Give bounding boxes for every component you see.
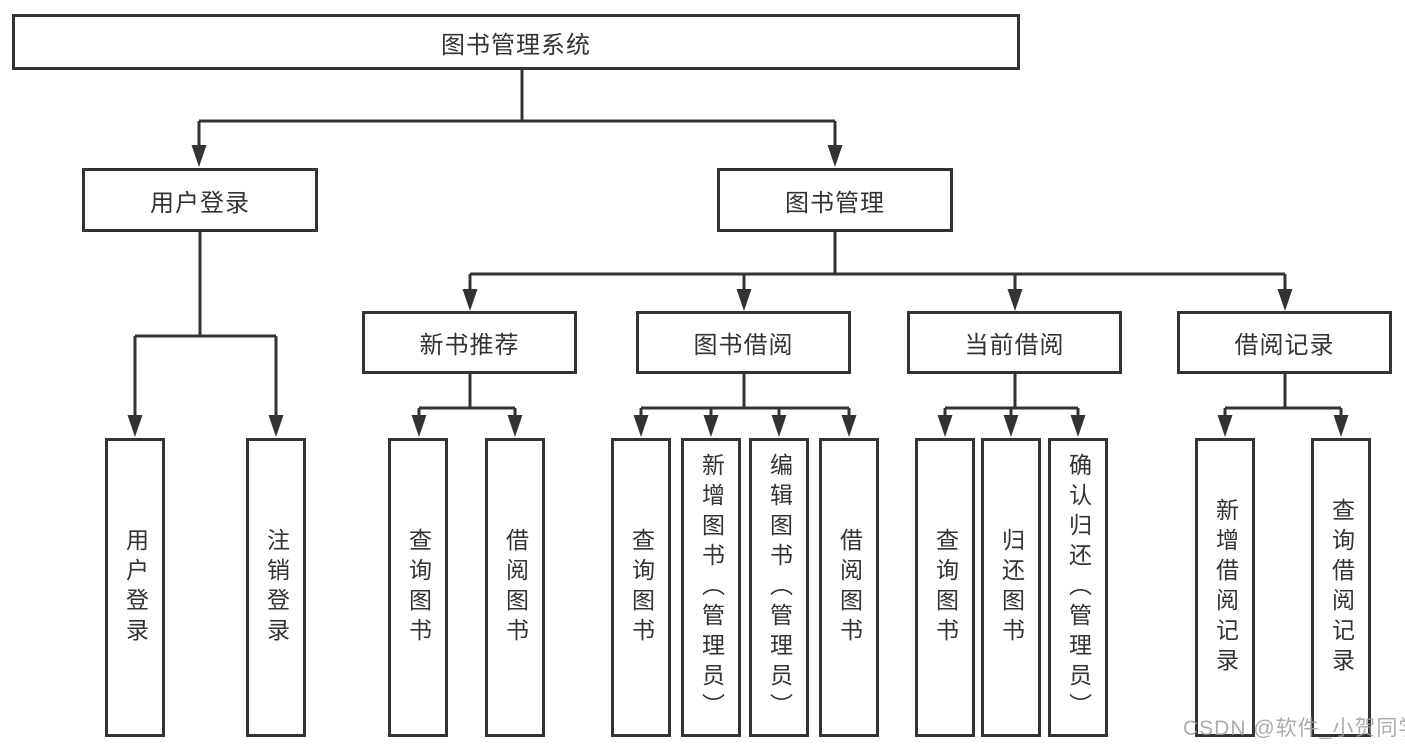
leaf-recommend-query-book-label: 查询图书 [405, 527, 432, 648]
leaf-records-add-record: 新增借阅记录 [1195, 438, 1255, 737]
leaf-current-query-book-label: 查询图书 [932, 527, 959, 648]
leaf-current-query-book: 查询图书 [915, 438, 975, 737]
csdn-watermark: CSDN @软件_小贺同学 [1183, 717, 1405, 740]
node-borrowing-records: 借阅记录 [1177, 311, 1392, 374]
leaf-borrowing-query-book: 查询图书 [611, 438, 671, 737]
node-library-system: 图书管理系统 [12, 14, 1020, 70]
leaf-user-login-label: 用户登录 [122, 527, 149, 648]
leaf-recommend-borrow-book: 借阅图书 [485, 438, 545, 737]
node-current-borrowing: 当前借阅 [907, 311, 1122, 374]
leaf-borrowing-query-book-label: 查询图书 [628, 527, 655, 648]
leaf-borrowing-borrow-book-label: 借阅图书 [836, 527, 863, 648]
leaf-borrowing-edit-book-admin: 编辑图书（管理员） [749, 438, 809, 737]
node-new-book-recommendation: 新书推荐 [362, 311, 577, 374]
leaf-current-return-book: 归还图书 [981, 438, 1041, 737]
leaf-recommend-query-book: 查询图书 [388, 438, 448, 737]
leaf-current-confirm-return-admin-label: 确认归还（管理员） [1065, 452, 1092, 723]
node-book-management: 图书管理 [717, 168, 953, 232]
leaf-user-login: 用户登录 [105, 438, 165, 737]
leaf-current-return-book-label: 归还图书 [998, 527, 1025, 648]
node-user-login: 用户登录 [82, 168, 318, 232]
node-book-borrowing: 图书借阅 [636, 311, 851, 374]
leaf-borrowing-add-book-admin-label: 新增图书（管理员） [698, 452, 725, 723]
leaf-records-query-record-label: 查询借阅记录 [1328, 497, 1355, 678]
leaf-logout: 注销登录 [246, 438, 306, 737]
leaf-borrowing-borrow-book: 借阅图书 [819, 438, 879, 737]
leaf-borrowing-edit-book-admin-label: 编辑图书（管理员） [766, 452, 793, 723]
leaf-records-add-record-label: 新增借阅记录 [1212, 497, 1239, 678]
leaf-current-confirm-return-admin: 确认归还（管理员） [1048, 438, 1108, 737]
leaf-logout-label: 注销登录 [263, 527, 290, 648]
leaf-records-query-record: 查询借阅记录 [1311, 438, 1371, 737]
leaf-borrowing-add-book-admin: 新增图书（管理员） [681, 438, 741, 737]
leaf-recommend-borrow-book-label: 借阅图书 [502, 527, 529, 648]
